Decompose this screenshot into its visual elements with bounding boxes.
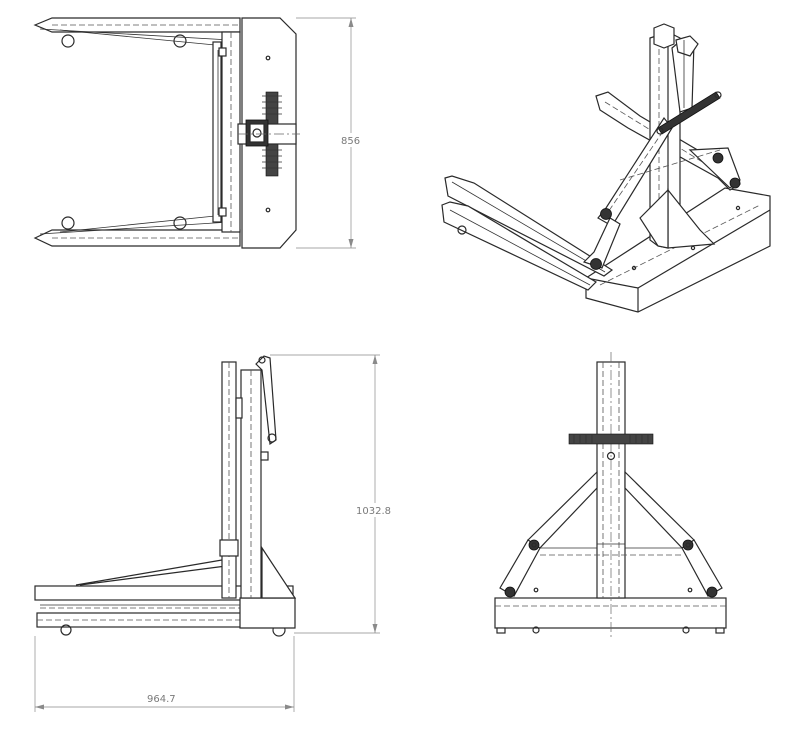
iso-crossbar-handle (657, 91, 721, 135)
side-view: 1032.8 964.7 (34, 354, 396, 712)
front-view (494, 352, 727, 640)
iso-upper-fork (444, 175, 614, 277)
iso-base-platform (585, 187, 771, 313)
top-view: 856 (33, 17, 362, 249)
dim-964-7-label: 964.7 (147, 694, 176, 705)
dim-856-label: 856 (341, 136, 360, 147)
dim-1032-8-label: 1032.8 (356, 506, 391, 517)
isometric-view (441, 23, 771, 313)
front-view-base (494, 597, 727, 629)
front-view-gear-bar (568, 433, 654, 445)
